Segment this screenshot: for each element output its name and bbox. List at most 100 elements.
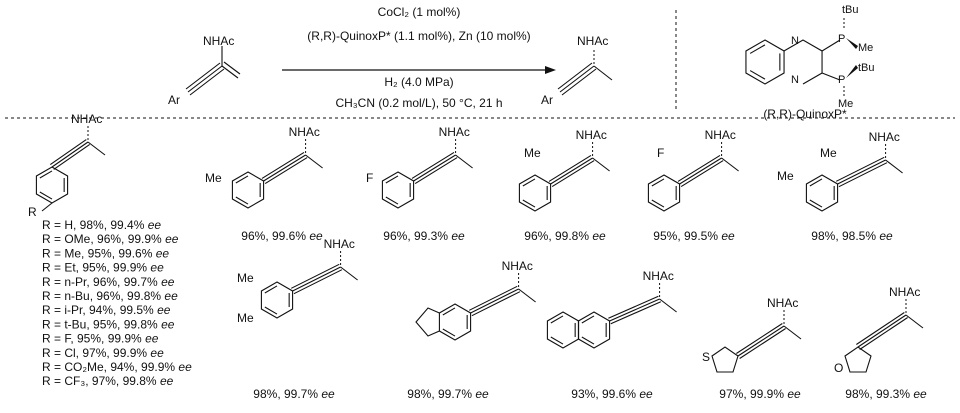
ee-label: ee — [160, 374, 174, 388]
alkyne-bond — [51, 141, 89, 168]
yield-ee-label: 98%, 99.7% ee — [253, 387, 335, 401]
ring-double-bond — [809, 199, 823, 208]
alkyne-bond — [413, 154, 456, 182]
yield-value: 96%, 99.3% — [383, 229, 451, 243]
alkyne-bond — [610, 301, 662, 325]
substrate-ar: Ar — [168, 93, 180, 107]
ligand-p-bottom: P — [838, 74, 845, 86]
ring-double-bond — [385, 175, 399, 184]
methyl-label: Me — [524, 146, 541, 160]
alkyne-bond — [608, 295, 659, 319]
ligand-tbu-bottom: tBu — [858, 62, 875, 74]
dioxole-ring — [415, 307, 440, 337]
ligand-name: (R,R)-QuinoxP* — [763, 107, 847, 121]
ee-label: ee — [592, 229, 606, 243]
r-substituent-list: R = H, 98%, 99.4% eeR = OMe, 96%, 99.9% … — [42, 218, 192, 388]
ee-label: ee — [161, 317, 175, 331]
yield-ee-label: 96%, 99.3% ee — [383, 229, 465, 243]
ring-double-bond — [522, 178, 536, 187]
ring-double-bond — [235, 175, 249, 184]
alkyne-bond — [739, 328, 786, 359]
fluoro-label: F — [366, 171, 373, 185]
r-series-entry: R = i-Pr, 94%, 99.5% ee — [42, 303, 171, 317]
yield-value: 98%, 98.5% — [811, 229, 879, 243]
alkyne-bond — [679, 157, 722, 185]
alkyne-bond — [264, 157, 308, 185]
methyl-label: Me — [777, 169, 794, 183]
fluoro-label: F — [657, 146, 664, 160]
methyl-bond — [721, 157, 739, 172]
ring-double-bond — [550, 336, 564, 345]
alkyne-bond — [836, 156, 885, 182]
r-series-yield: R = n-Bu, 96%, 99.8% — [42, 289, 164, 303]
ring-double-bond — [581, 336, 595, 345]
ring-double-bond — [651, 178, 665, 187]
ligand-n-bottom: N — [791, 74, 799, 86]
ring-double-bond — [385, 196, 399, 205]
r-series-entry: R = CO₂Me, 94%, 99.9% ee — [42, 360, 192, 374]
alkyne-bond — [737, 325, 785, 357]
ring-double-bond — [442, 328, 456, 337]
benzene-ring — [231, 171, 265, 209]
condition-catalyst: CoCl₂ (1 mol%) — [378, 5, 461, 19]
alkyne-bond — [856, 312, 905, 345]
yield-ee-label: 97%, 99.9% ee — [719, 387, 801, 401]
alkyne-bond — [291, 263, 340, 289]
reaction-arrow — [282, 66, 556, 74]
r-series-entry: R = t-Bu, 95%, 99.8% ee — [42, 317, 175, 331]
alkyne-bond — [680, 160, 724, 188]
alkyne-bond — [261, 151, 305, 179]
alkyne-bond — [551, 160, 595, 188]
ee-label: ee — [150, 346, 164, 360]
ee-label: ee — [156, 246, 170, 260]
alkyne-bond — [470, 288, 519, 314]
ring-double-bond — [522, 199, 536, 208]
yield-value: 96%, 99.6% — [241, 229, 309, 243]
naphthalene-ring — [577, 311, 611, 349]
pyrazine-ring — [783, 39, 823, 85]
oxygen-label: O — [834, 361, 843, 375]
ee-label: ee — [150, 261, 164, 275]
r-series-entry: R = n-Bu, 96%, 99.8% ee — [42, 289, 178, 303]
nhac-label: NHAc — [576, 128, 607, 142]
nhac-label: NHAc — [439, 125, 470, 139]
alkyne-bond — [550, 157, 593, 185]
alkyne-bond — [53, 144, 91, 170]
methyl-label: Me — [205, 171, 222, 185]
nhac-label: NHAc — [502, 259, 533, 273]
ring-double-bond — [442, 307, 456, 316]
product-structure: NHAc Ar — [541, 34, 613, 107]
ee-label: ee — [879, 229, 893, 243]
ring-double-bond — [550, 315, 564, 324]
ring-double-bond — [651, 199, 665, 208]
nhac-label: NHAc — [324, 237, 355, 251]
tbu-wedge-bond — [846, 65, 858, 78]
ee-label: ee — [721, 229, 735, 243]
yield-ee-label: 93%, 99.6% ee — [571, 387, 653, 401]
me-wedge-bond — [846, 38, 858, 49]
r-series-entry: R = CF₃, 97%, 99.8% ee — [42, 374, 174, 388]
yield-value: 98%, 99.3% — [845, 387, 913, 401]
p-bond-bottom — [821, 72, 841, 81]
yield-ee-label: 95%, 99.5% ee — [653, 229, 735, 243]
condition-ligand: (R,R)-QuinoxP* (1.1 mol%), Zn (10 mol%) — [307, 29, 530, 43]
furan-ring — [844, 346, 872, 373]
alkyne-bond — [548, 154, 592, 182]
quinoxaline-benzo-ring — [745, 39, 785, 85]
r-series-yield: R = CO₂Me, 94%, 99.9% — [42, 360, 178, 374]
r-series-yield: R = H, 98%, 99.4% — [42, 218, 148, 232]
methyl-bond — [518, 288, 536, 303]
condition-solvent: CH₃CN (0.2 mol/L), 50 °C, 21 h — [335, 96, 502, 110]
ee-label: ee — [148, 218, 162, 232]
r-series-entry: R = Et, 95%, 99.9% ee — [42, 261, 164, 275]
benzene-ring — [518, 174, 552, 212]
thiophene-ring — [711, 346, 739, 373]
ligand-me-bottom: Me — [838, 98, 853, 110]
condition-hydrogen: H₂ (4.0 MPa) — [384, 75, 453, 89]
methyl-bond — [305, 154, 323, 169]
